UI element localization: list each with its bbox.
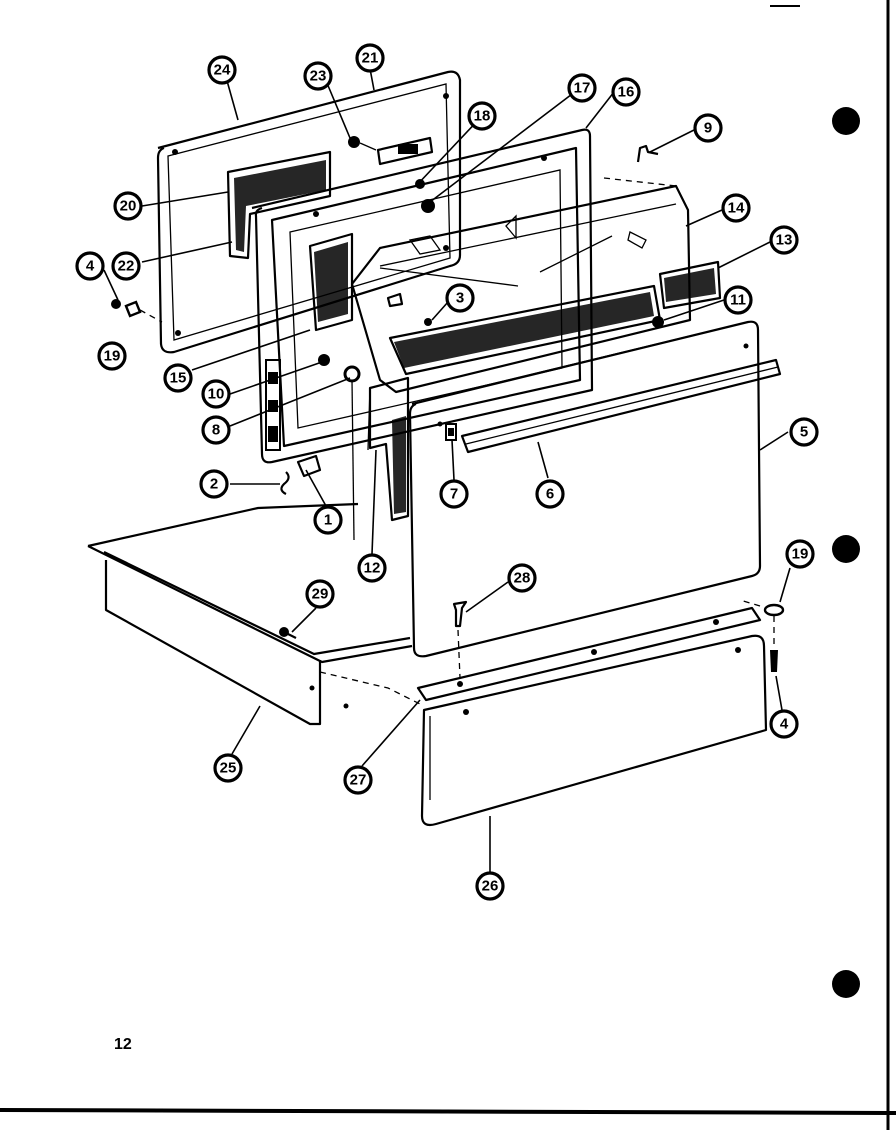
callout-2: 2 [199,469,229,499]
svg-text:23: 23 [310,68,327,85]
right-fasteners [739,599,785,672]
callout-3: 3 [445,283,475,313]
callout-16: 16 [611,77,641,107]
inner-liner-insulation [367,284,664,522]
svg-text:28: 28 [514,570,531,587]
svg-text:3: 3 [456,290,464,307]
callout-20: 20 [113,191,143,221]
svg-text:29: 29 [312,586,329,603]
frame-fasteners [415,179,435,213]
svg-text:19: 19 [104,348,121,365]
punch-hole [832,535,860,563]
punch-hole [832,970,860,998]
callout-9: 9 [693,113,723,143]
svg-text:18: 18 [474,108,491,125]
svg-text:5: 5 [800,424,808,441]
svg-text:12: 12 [364,560,381,577]
callout-18: 18 [467,101,497,131]
svg-text:25: 25 [220,760,237,777]
callout-6: 6 [535,479,565,509]
svg-text:1: 1 [324,512,332,529]
svg-text:27: 27 [350,772,367,789]
callout-15: 15 [163,363,193,393]
punch-holes [832,107,860,998]
svg-text:24: 24 [214,62,231,79]
callout-10: 10 [201,379,231,409]
callout-5: 5 [789,417,819,447]
latch-bracket [348,136,434,166]
callout-25: 25 [213,753,243,783]
inner-door-panel [350,177,692,394]
callout-12: 12 [357,553,387,583]
kick-bracket [416,606,762,702]
svg-text:13: 13 [776,232,793,249]
door-screw [452,600,468,679]
callout-4-right: 4 [769,709,799,739]
rear-insulation [226,150,332,260]
door-handle [460,358,782,454]
callout-8: 8 [201,415,231,445]
svg-text:7: 7 [450,486,458,503]
callout-19-right: 19 [785,539,815,569]
callout-11: 11 [723,285,753,315]
spring-part [636,144,659,163]
handle-bracket [445,423,457,441]
callout-27: 27 [343,765,373,795]
page-number: 12 [114,1036,132,1053]
svg-text:4: 4 [780,716,789,733]
callout-23: 23 [303,61,333,91]
svg-text:4: 4 [86,258,95,275]
callout-28: 28 [507,563,537,593]
svg-text:2: 2 [210,476,218,493]
svg-text:26: 26 [482,878,499,895]
callout-29: 29 [305,579,335,609]
callout-13: 13 [769,225,799,255]
callout-4-left: 4 [75,251,105,281]
callout-17: 17 [567,73,597,103]
callout-21: 21 [355,43,385,73]
svg-text:21: 21 [362,50,379,67]
callout-26: 26 [475,871,505,901]
callout-19-left: 19 [97,341,127,371]
left-hinge-parts [265,354,361,541]
svg-text:22: 22 [118,258,135,275]
leader-lines [103,57,791,872]
door-liner-rear [156,70,462,354]
svg-text:11: 11 [730,292,746,309]
callout-14: 14 [721,193,751,223]
side-insulation [308,232,354,332]
kick-panel [420,634,768,827]
svg-text:20: 20 [120,198,137,215]
svg-text:16: 16 [618,84,635,101]
punch-hole [832,107,860,135]
callouts: 24 23 21 17 16 18 9 20 22 14 13 4 3 11 1… [75,43,819,901]
svg-text:10: 10 [208,386,225,403]
outer-door-panel [408,320,762,658]
svg-text:9: 9 [704,120,712,137]
tray-screw [279,627,297,639]
callout-22: 22 [111,251,141,281]
clip-part [386,292,432,326]
svg-text:15: 15 [170,370,187,387]
callout-1: 1 [313,505,343,535]
callout-24: 24 [207,55,237,85]
svg-text:6: 6 [546,486,554,503]
callout-7: 7 [439,479,469,509]
drawer-tray [87,502,421,726]
svg-text:8: 8 [212,422,220,439]
left-fasteners [111,299,163,323]
svg-text:14: 14 [728,200,745,217]
top-insulation [658,260,722,310]
lower-hinge-parts [280,454,322,495]
svg-text:17: 17 [574,80,591,97]
svg-text:19: 19 [792,546,809,563]
